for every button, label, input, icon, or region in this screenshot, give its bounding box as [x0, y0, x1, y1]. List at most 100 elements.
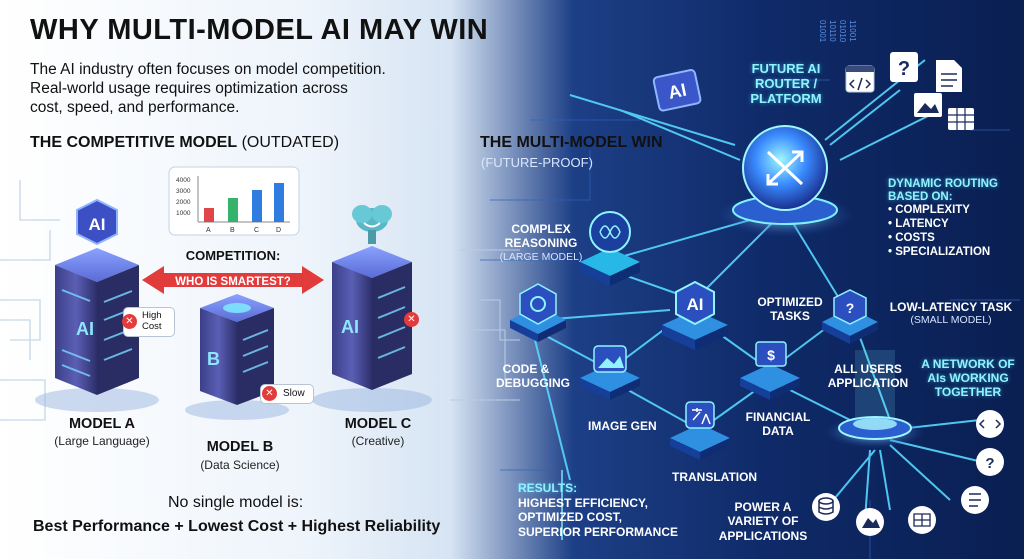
network-diagram: 01001 10110 01010 11001 AI	[480, 20, 1020, 559]
binary-line: 01010	[838, 20, 847, 43]
router-line: FUTURE AI	[751, 61, 821, 76]
financial-line: FINANCIAL	[745, 410, 811, 424]
complex-line: COMPLEX	[511, 222, 571, 236]
no-single-model-text: No single model is:	[168, 494, 304, 511]
model-c-sub: (Creative)	[351, 434, 405, 448]
svg-text:?: ?	[898, 58, 910, 80]
code-debugging-node	[510, 283, 566, 342]
ai-tile-text: AI	[666, 80, 688, 103]
mini-bar-chart: 4000 3000 2000 1000 A B C D	[168, 166, 300, 236]
translation-node	[670, 401, 730, 460]
dynamic-item: • LATENCY	[888, 218, 949, 231]
model-a-server: AI AI	[35, 198, 159, 412]
image-gen-label: IMAGE GEN	[588, 419, 657, 433]
chart-bar-c	[252, 190, 262, 222]
complex-reasoning-label: COMPLEX REASONING (LARGE MODEL)	[496, 222, 586, 263]
all-users-label: ALL USERS APPLICATION	[818, 362, 918, 391]
model-a-sub: (Large Language)	[54, 434, 150, 448]
chart-tick: 4000	[176, 177, 191, 184]
dynamic-item: • COMPLEXITY	[888, 204, 970, 217]
model-a-server-text: AI	[76, 319, 94, 339]
model-a-hex-text: AI	[89, 215, 106, 234]
complex-line: REASONING	[504, 236, 578, 251]
table-doc-icon	[948, 108, 974, 130]
model-b-label: MODEL B	[206, 439, 274, 455]
code-debugging-label: CODE & DEBUGGING	[496, 362, 570, 391]
ai-center-node: AI	[662, 280, 728, 350]
all-users-line: ALL USERS	[834, 362, 902, 376]
competitive-heading-bold: THE COMPETITIVE MODEL	[30, 134, 238, 151]
low-latency-label: LOW-LATENCY TASK (SMALL MODEL)	[886, 300, 1016, 326]
results-line: OPTIMIZED COST,	[518, 510, 623, 525]
left-circuit-lines	[0, 180, 520, 421]
competition-arrow: COMPETITION: WHO IS SMARTEST?	[142, 248, 324, 294]
ai-center-text: AI	[687, 295, 704, 314]
competition-question: WHO IS SMARTEST?	[175, 276, 291, 288]
best-performance-line: Best Performance + Lowest Cost + Highest…	[33, 518, 441, 535]
results-title: RESULTS:	[518, 481, 578, 495]
chart-bar-d	[274, 183, 284, 222]
chart-category: D	[276, 227, 281, 234]
image-gen-node	[580, 345, 640, 400]
optimized-line: TASKS	[770, 309, 810, 324]
model-c-server: AI	[312, 205, 432, 412]
document-output-icon	[961, 486, 989, 514]
multi-model-subheading: (FUTURE-PROOF)	[481, 155, 593, 170]
code-output-icon	[976, 410, 1004, 438]
intro-line-1: The AI industry often focuses on model c…	[30, 61, 386, 78]
chart-category: B	[230, 227, 235, 234]
ai-tile: AI	[652, 69, 702, 112]
binary-line: 01001	[818, 20, 827, 43]
high-cost-badge: ✕ High Cost	[122, 307, 175, 337]
intro-line-2: Real-world usage requires optimization a…	[30, 80, 348, 97]
high-cost-text: High Cost	[142, 310, 162, 332]
close-icon: ✕	[407, 314, 416, 325]
help-output-icon: ?	[976, 448, 1004, 476]
chart-tick: 2000	[176, 199, 191, 206]
network-hub	[825, 350, 925, 448]
server-towers: AI AI B AI	[35, 198, 432, 420]
chart-category: A	[206, 227, 211, 234]
chart-bar-a	[204, 208, 214, 222]
power-line: VARIETY OF	[727, 514, 799, 529]
chart-category: C	[254, 227, 259, 234]
image-output-icon	[856, 508, 884, 536]
slow-text: Slow	[283, 388, 305, 399]
svg-text:?: ?	[985, 455, 994, 472]
chart-tick: 3000	[176, 188, 191, 195]
competitive-heading-rest: (OUTDATED)	[241, 134, 340, 151]
router-orb	[717, 125, 853, 237]
model-c-x-badge: ✕	[404, 312, 419, 327]
model-b-server-text: B	[207, 349, 220, 369]
low-latency-node: ?	[822, 289, 878, 344]
dynamic-item: • SPECIALIZATION	[888, 245, 991, 258]
complex-reasoning-node	[580, 211, 640, 286]
router-line: PLATFORM	[750, 90, 822, 106]
chart-tick: 1000	[176, 210, 191, 217]
close-icon: ✕	[262, 386, 277, 401]
question-icon: ?	[846, 300, 855, 316]
power-line: APPLICATIONS	[718, 528, 808, 543]
model-a-label: MODEL A	[68, 416, 136, 432]
financial-line: DATA	[762, 424, 794, 439]
binary-line: 10110	[828, 20, 837, 42]
all-users-line: APPLICATION	[827, 376, 909, 391]
dynamic-title-line: BASED ON:	[888, 191, 953, 204]
network-line: AIs WORKING	[927, 370, 1009, 385]
binary-line: 11001	[848, 20, 857, 42]
dollar-icon: $	[767, 347, 775, 363]
optimized-line: OPTIMIZED	[757, 295, 823, 309]
dynamic-routing-panel: DYNAMIC ROUTING BASED ON: • COMPLEXITY •…	[888, 178, 998, 260]
power-label: POWER A VARIETY OF APPLICATIONS	[718, 500, 808, 543]
results-line: SUPERIOR PERFORMANCE	[518, 524, 679, 539]
translation-label: TRANSLATION	[672, 470, 758, 484]
code-doc-icon	[845, 65, 875, 93]
power-line: POWER A	[734, 500, 792, 514]
results-line: HIGHEST EFFICIENCY,	[518, 495, 649, 510]
table-output-icon	[908, 506, 936, 534]
intro-line-3: cost, speed, and performance.	[30, 99, 240, 116]
code-line: CODE &	[502, 362, 550, 376]
chart-bar-b	[228, 198, 238, 222]
network-line: A NETWORK OF	[921, 357, 1015, 371]
